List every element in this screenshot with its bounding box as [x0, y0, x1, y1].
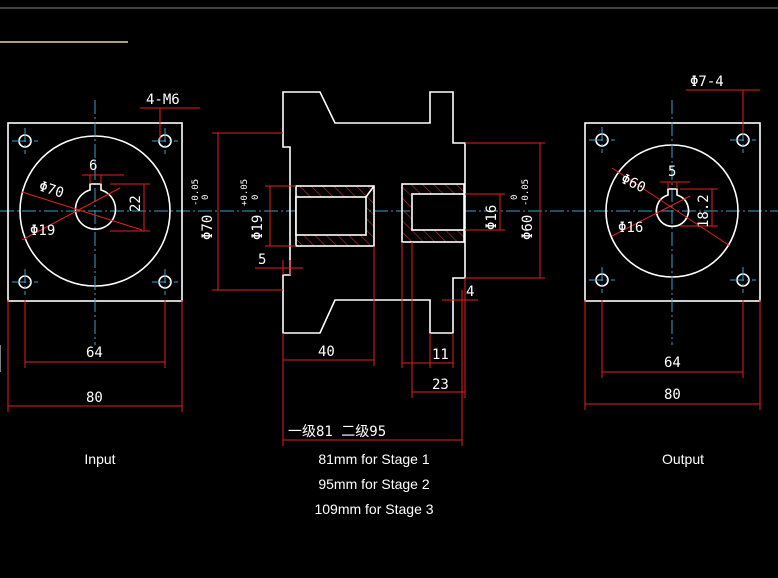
input-bore-keyway — [74, 183, 117, 230]
input-caption: Input — [84, 451, 115, 467]
output-pcd-label: Φ60 — [618, 171, 648, 196]
output-shaft-keyway — [655, 188, 690, 228]
input-bore-depth-label: 22 — [128, 195, 144, 212]
side-length-40-label: 40 — [318, 344, 335, 360]
side-pilot-outer-label: Φ70 — [200, 215, 216, 240]
side-view: Φ70 -0.05 0 Φ19 +0.05 0 5 40 11 23 4 Φ16 — [191, 91, 545, 446]
side-step-label: 5 — [258, 252, 266, 268]
side-length-11-label: 11 — [432, 347, 449, 363]
output-mounting-holes — [589, 127, 756, 293]
side-pilot-outer-tol-upper: -0.05 — [191, 179, 201, 206]
input-hole-spacing-label: 64 — [86, 345, 103, 361]
side-bore-tol-lower: 0 — [251, 195, 261, 200]
side-output-pilot-tol-lower: -0.05 — [521, 179, 531, 206]
side-bore-label: Φ19 — [250, 215, 266, 240]
output-view: 5 18.2 Φ60 Φ16 Φ7-4 64 80 — [584, 74, 761, 410]
output-caption: Output — [662, 451, 704, 467]
input-bore-label: Φ19 — [30, 223, 55, 239]
output-holes-label: Φ7-4 — [690, 74, 724, 90]
input-thread-label: 4-M6 — [146, 92, 180, 108]
stage2-caption: 95mm for Stage 2 — [318, 476, 429, 492]
side-pilot-outer-tol-lower: 0 — [201, 195, 211, 200]
output-key-height-label: 18.2 — [696, 194, 712, 228]
input-view: 6 22 Φ70 Φ19 4-M6 64 80 — [0, 92, 200, 412]
output-key-width-label: 5 — [668, 164, 676, 180]
stage1-caption: 81mm for Stage 1 — [318, 451, 429, 467]
stage3-caption: 109mm for Stage 3 — [314, 501, 433, 517]
output-shaft-label: Φ16 — [618, 220, 643, 236]
output-flange-label: 80 — [664, 387, 681, 403]
side-shaft-label: Φ16 — [484, 205, 500, 230]
side-output-pilot-tol-upper: 0 — [510, 195, 520, 200]
side-bore-tol-upper: +0.05 — [240, 179, 250, 206]
input-pcd-label: Φ70 — [37, 179, 66, 202]
input-key-width-label: 6 — [89, 158, 97, 174]
input-mounting-holes — [12, 128, 178, 295]
side-length-4-label: 4 — [466, 284, 474, 300]
side-output-pilot-label: Φ60 — [520, 215, 536, 240]
side-length-23-label: 23 — [432, 377, 449, 393]
output-hole-spacing-label: 64 — [664, 355, 681, 371]
side-total-length-label: 一级81 二级95 — [288, 424, 386, 440]
input-flange-label: 80 — [86, 390, 103, 406]
